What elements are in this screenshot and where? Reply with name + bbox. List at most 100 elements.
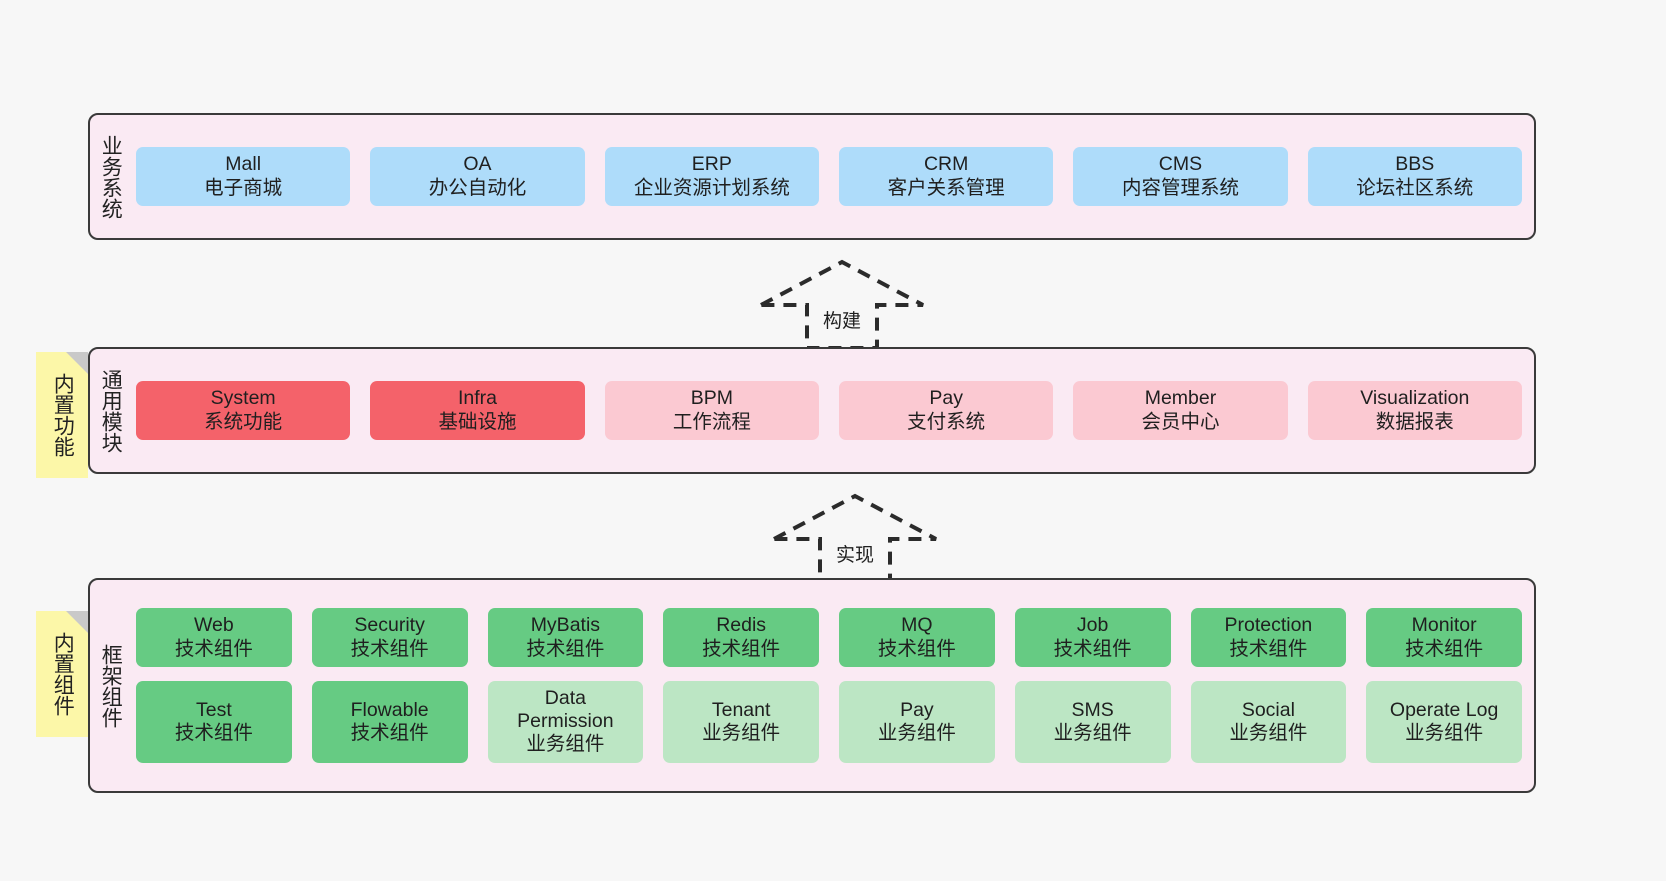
layer-title-common: 通用模块 [99,368,123,453]
layer-title-business: 业务系统 [99,134,123,219]
node-label-en: Flowable [350,698,429,721]
node-label-en: BBS [1395,152,1435,175]
node-infra[interactable]: Infra 基础设施 [370,380,585,441]
connector-implement: 实现 [770,492,940,584]
node-crm[interactable]: CRM 客户关系管理 [838,146,1054,207]
node-label-en: Data Permission [517,687,614,733]
node-oa[interactable]: OA 办公自动化 [370,146,585,207]
node-label-en: Member [1144,386,1217,409]
node-label-cn: 技术组件 [1053,637,1132,660]
node-system[interactable]: System 系统功能 [136,380,351,441]
sticky-note-text: 内置组件 [51,632,75,716]
node-label-en: Operate Log [1389,698,1499,721]
node-pay[interactable]: Pay 支付系统 [838,380,1054,441]
node-label-en: Infra [457,386,497,409]
node-label-en: Security [354,613,425,636]
node-mybatis[interactable]: MyBatis 技术组件 [487,607,644,668]
node-mall[interactable]: Mall 电子商城 [136,146,351,207]
node-pay-business[interactable]: Pay 业务组件 [839,681,995,764]
node-label-cn: 客户关系管理 [887,176,1005,199]
node-label-cn: 企业资源计划系统 [633,176,790,199]
node-job[interactable]: Job 技术组件 [1014,607,1171,668]
node-label-en: Mall [225,152,262,175]
node-label-cn: 办公自动化 [428,176,527,199]
node-security[interactable]: Security 技术组件 [311,607,468,668]
node-tenant[interactable]: Tenant 业务组件 [663,681,819,764]
node-label-cn: 论坛社区系统 [1356,176,1474,199]
node-label-en: Test [195,698,232,721]
node-erp[interactable]: ERP 企业资源计划系统 [604,146,819,207]
sticky-note-builtin-component: 内置组件 [36,611,88,737]
node-label-en: Job [1076,613,1109,636]
node-protection[interactable]: Protection 技术组件 [1190,607,1347,668]
node-label-en: MyBatis [530,613,601,636]
node-sms[interactable]: SMS 业务组件 [1014,681,1171,764]
layer-title-framework: 框架组件 [99,643,123,728]
node-row: Mall 电子商城 OA 办公自动化 ERP 企业资源计划系统 CRM 客户关系… [136,146,1522,207]
dashed-hollow-arrow-up-icon [773,493,937,584]
node-label-en: Protection [1224,613,1313,636]
node-label-cn: 业务组件 [1229,722,1308,745]
node-mq[interactable]: MQ 技术组件 [839,607,995,668]
node-test[interactable]: Test 技术组件 [136,681,292,764]
node-label-en: System [210,386,276,409]
node-label-cn: 业务组件 [702,722,781,745]
layer-common-module: 通用模块 System 系统功能 Infra 基础设施 BPM 工作流程 Pay… [88,347,1536,474]
node-label-cn: 技术组件 [702,637,781,660]
node-label-en: MQ [901,613,933,636]
node-operate-log[interactable]: Operate Log 业务组件 [1366,681,1522,764]
connector-build: 构建 [757,258,927,350]
node-label-en: Visualization [1360,386,1470,409]
node-label-cn: 数据报表 [1375,410,1454,433]
node-label-cn: 会员中心 [1141,410,1220,433]
node-bpm[interactable]: BPM 工作流程 [604,380,819,441]
node-redis[interactable]: Redis 技术组件 [663,607,819,668]
node-row: Test 技术组件 Flowable 技术组件 Data Permission … [136,681,1522,764]
node-label-en: ERP [691,152,732,175]
node-label-en: OA [463,152,492,175]
node-cms[interactable]: CMS 内容管理系统 [1073,146,1288,207]
node-label-cn: 技术组件 [1405,637,1484,660]
layer-body-framework: Web 技术组件 Security 技术组件 MyBatis 技术组件 Redi… [130,580,1534,791]
node-row: System 系统功能 Infra 基础设施 BPM 工作流程 Pay 支付系统… [136,380,1522,441]
node-flowable[interactable]: Flowable 技术组件 [311,681,468,764]
node-label-cn: 业务组件 [1053,722,1132,745]
node-label-en: Pay [900,698,934,721]
node-member[interactable]: Member 会员中心 [1073,380,1288,441]
node-label-cn: 技术组件 [526,637,605,660]
node-label-en: Web [194,613,234,636]
node-label-en: Tenant [711,698,771,721]
node-label-en: CMS [1158,152,1203,175]
layer-body-business: Mall 电子商城 OA 办公自动化 ERP 企业资源计划系统 CRM 客户关系… [130,115,1534,238]
node-label-cn: 工作流程 [672,410,751,433]
node-web[interactable]: Web 技术组件 [136,607,292,668]
node-label-cn: 业务组件 [1405,722,1484,745]
node-label-cn: 技术组件 [350,637,429,660]
node-social[interactable]: Social 业务组件 [1190,681,1347,764]
node-label-en: SMS [1071,698,1114,721]
node-label-en: Redis [716,613,767,636]
node-label-en: BPM [690,386,733,409]
sticky-note-builtin-function: 内置功能 [36,352,88,478]
node-label-cn: 支付系统 [907,410,986,433]
sticky-note-text: 内置功能 [51,373,75,457]
node-monitor[interactable]: Monitor 技术组件 [1366,607,1522,668]
node-label-en: Pay [929,386,963,409]
node-label-cn: 业务组件 [877,722,956,745]
node-data-permission[interactable]: Data Permission 业务组件 [487,681,644,764]
node-row: Web 技术组件 Security 技术组件 MyBatis 技术组件 Redi… [136,607,1522,668]
node-label-cn: 技术组件 [1229,637,1308,660]
node-label-cn: 业务组件 [526,733,605,756]
node-label-cn: 内容管理系统 [1121,176,1239,199]
layer-framework-component: 框架组件 Web 技术组件 Security 技术组件 MyBatis 技术组件… [88,578,1536,793]
node-label-cn: 技术组件 [174,722,253,745]
layer-business-system: 业务系统 Mall 电子商城 OA 办公自动化 ERP 企业资源计划系统 CRM… [88,113,1536,240]
node-label-cn: 技术组件 [350,722,429,745]
dashed-hollow-arrow-up-icon [760,259,924,350]
node-label-en: Monitor [1411,613,1477,636]
node-label-cn: 基础设施 [438,410,517,433]
node-bbs[interactable]: BBS 论坛社区系统 [1307,146,1522,207]
node-label-cn: 电子商城 [204,176,283,199]
node-visualization[interactable]: Visualization 数据报表 [1307,380,1522,441]
